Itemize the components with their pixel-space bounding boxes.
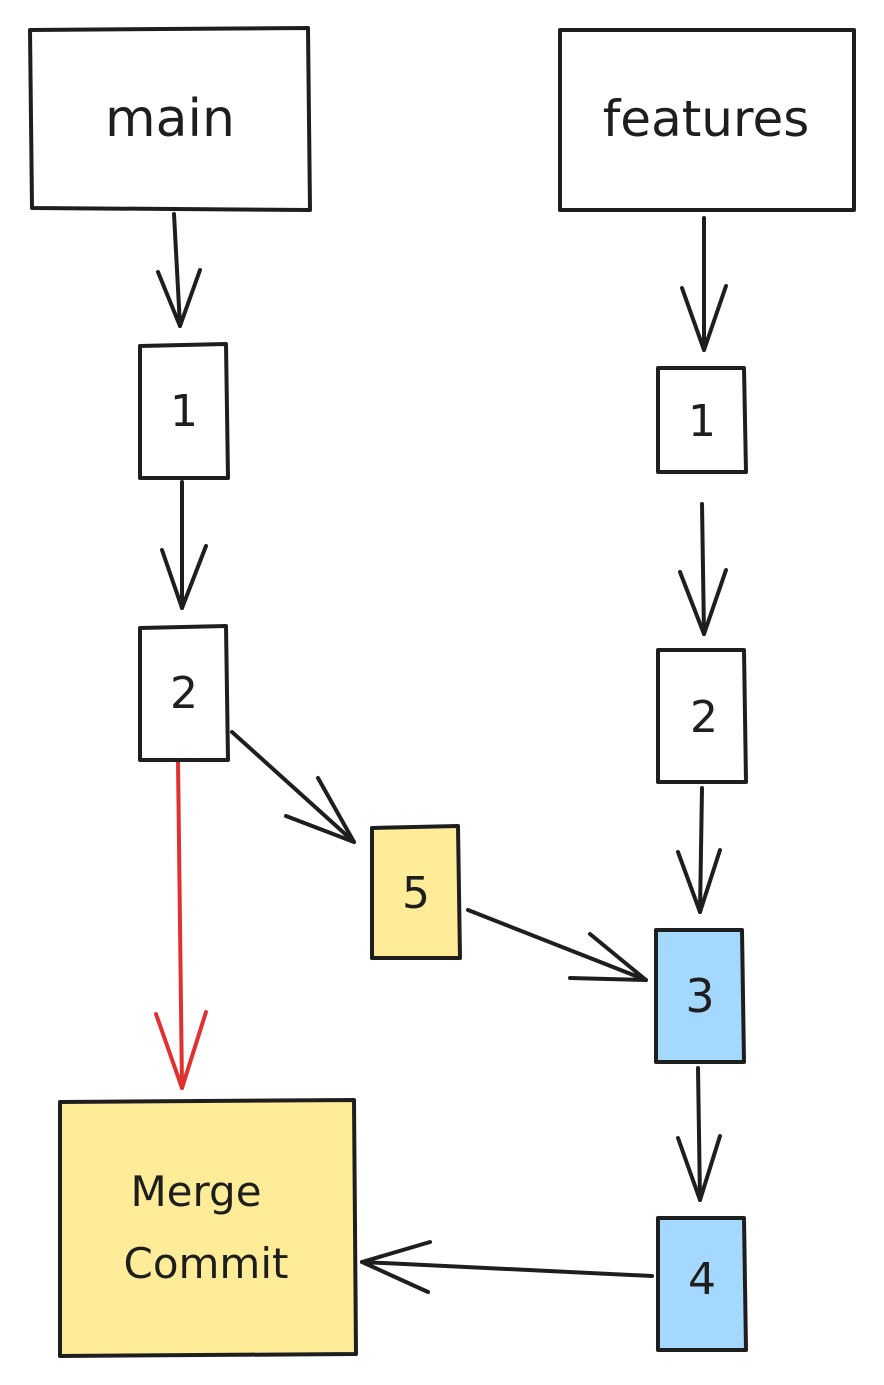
branch-features-box: features xyxy=(558,28,856,212)
features-commit-2-label: 2 xyxy=(690,692,718,743)
features-commit-3-label: 3 xyxy=(685,969,714,1023)
arrow-commit-5-to-commit-3 xyxy=(466,908,648,982)
features-commit-2-box: 2 xyxy=(656,648,748,784)
commit-5-label: 5 xyxy=(402,868,430,919)
features-commit-1-box: 1 xyxy=(656,366,748,474)
branch-main-box: main xyxy=(28,26,312,212)
arrow-commit-4-to-merge xyxy=(360,1240,654,1294)
branch-main-label: main xyxy=(105,89,235,149)
features-commit-3-box: 3 xyxy=(654,928,746,1064)
arrow-features-to-commit-1 xyxy=(680,216,728,352)
arrow-commit-1-to-commit-2 xyxy=(160,480,208,610)
main-commit-1-box: 1 xyxy=(138,342,230,480)
merge-commit-label-line1: Merge xyxy=(130,1167,261,1216)
merge-commit-box: Merge Commit xyxy=(58,1098,358,1358)
features-commit-1-label: 1 xyxy=(688,396,716,447)
arrow-main-to-commit-1 xyxy=(156,212,202,328)
arrow-commit-2-to-merge-red xyxy=(154,758,208,1090)
branch-features-label: features xyxy=(603,90,810,148)
features-commit-4-label: 4 xyxy=(688,1254,716,1305)
arrow-features-commit-3-to-commit-4 xyxy=(676,1066,722,1202)
arrow-features-commit-1-to-commit-2 xyxy=(678,502,728,636)
arrow-commit-2-to-commit-5 xyxy=(230,730,356,844)
main-commit-2-label: 2 xyxy=(170,668,198,719)
arrow-features-commit-2-to-commit-3 xyxy=(676,786,722,914)
features-commit-4-box: 4 xyxy=(656,1216,748,1352)
main-commit-1-label: 1 xyxy=(170,386,198,437)
commit-5-box: 5 xyxy=(370,824,462,960)
merge-commit-label-line2: Commit xyxy=(124,1239,289,1288)
main-commit-2-box: 2 xyxy=(138,624,230,762)
